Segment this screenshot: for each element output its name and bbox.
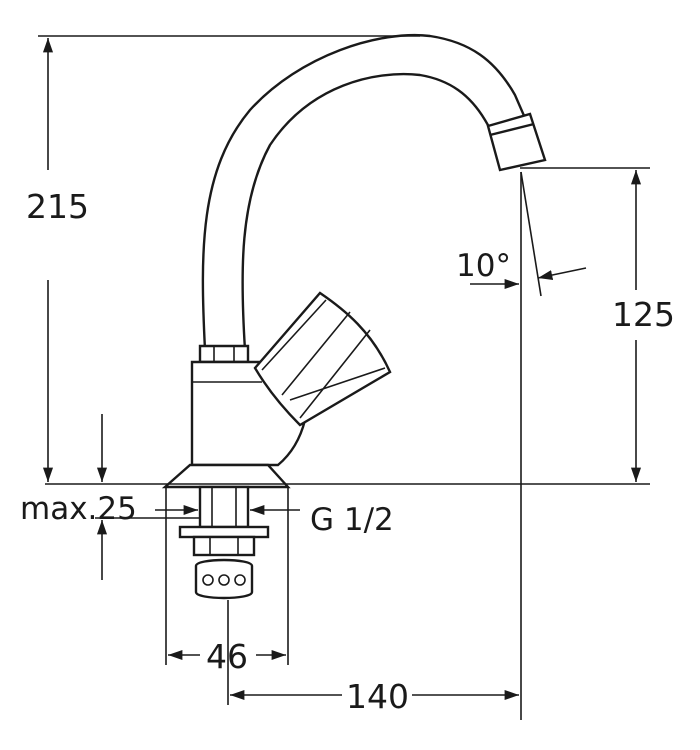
reach-label: 140 xyxy=(346,677,409,716)
spout-nozzle xyxy=(486,112,547,172)
dimension-reach: 140 xyxy=(227,600,519,716)
faucet-outline xyxy=(161,34,547,600)
dimension-thread: G 1/2 xyxy=(155,502,394,538)
lock-nut xyxy=(192,535,256,557)
max-thickness-label: max.25 xyxy=(20,491,137,527)
base-width-label: 46 xyxy=(206,637,248,676)
coupling-nut xyxy=(198,344,250,364)
spout-height-label: 125 xyxy=(612,295,675,334)
dimension-base-width: 46 xyxy=(165,488,289,676)
shank xyxy=(198,485,250,529)
height-total-label: 215 xyxy=(26,187,89,226)
handle xyxy=(253,291,392,427)
base-flange xyxy=(161,463,291,489)
spout-inner-curve xyxy=(241,72,494,351)
nozzle-line xyxy=(489,122,535,137)
dimension-max-thickness: max.25 xyxy=(20,414,200,580)
thread-label: G 1/2 xyxy=(310,502,394,538)
spout-outer-curve xyxy=(201,34,527,351)
dimension-spout-angle: 10° xyxy=(456,171,587,720)
spout-angle-label: 10° xyxy=(456,248,511,284)
dimension-height-total: 215 xyxy=(26,35,420,482)
washer xyxy=(178,525,270,539)
tail-nut xyxy=(194,558,254,600)
dimension-spout-height: 125 xyxy=(520,167,675,482)
